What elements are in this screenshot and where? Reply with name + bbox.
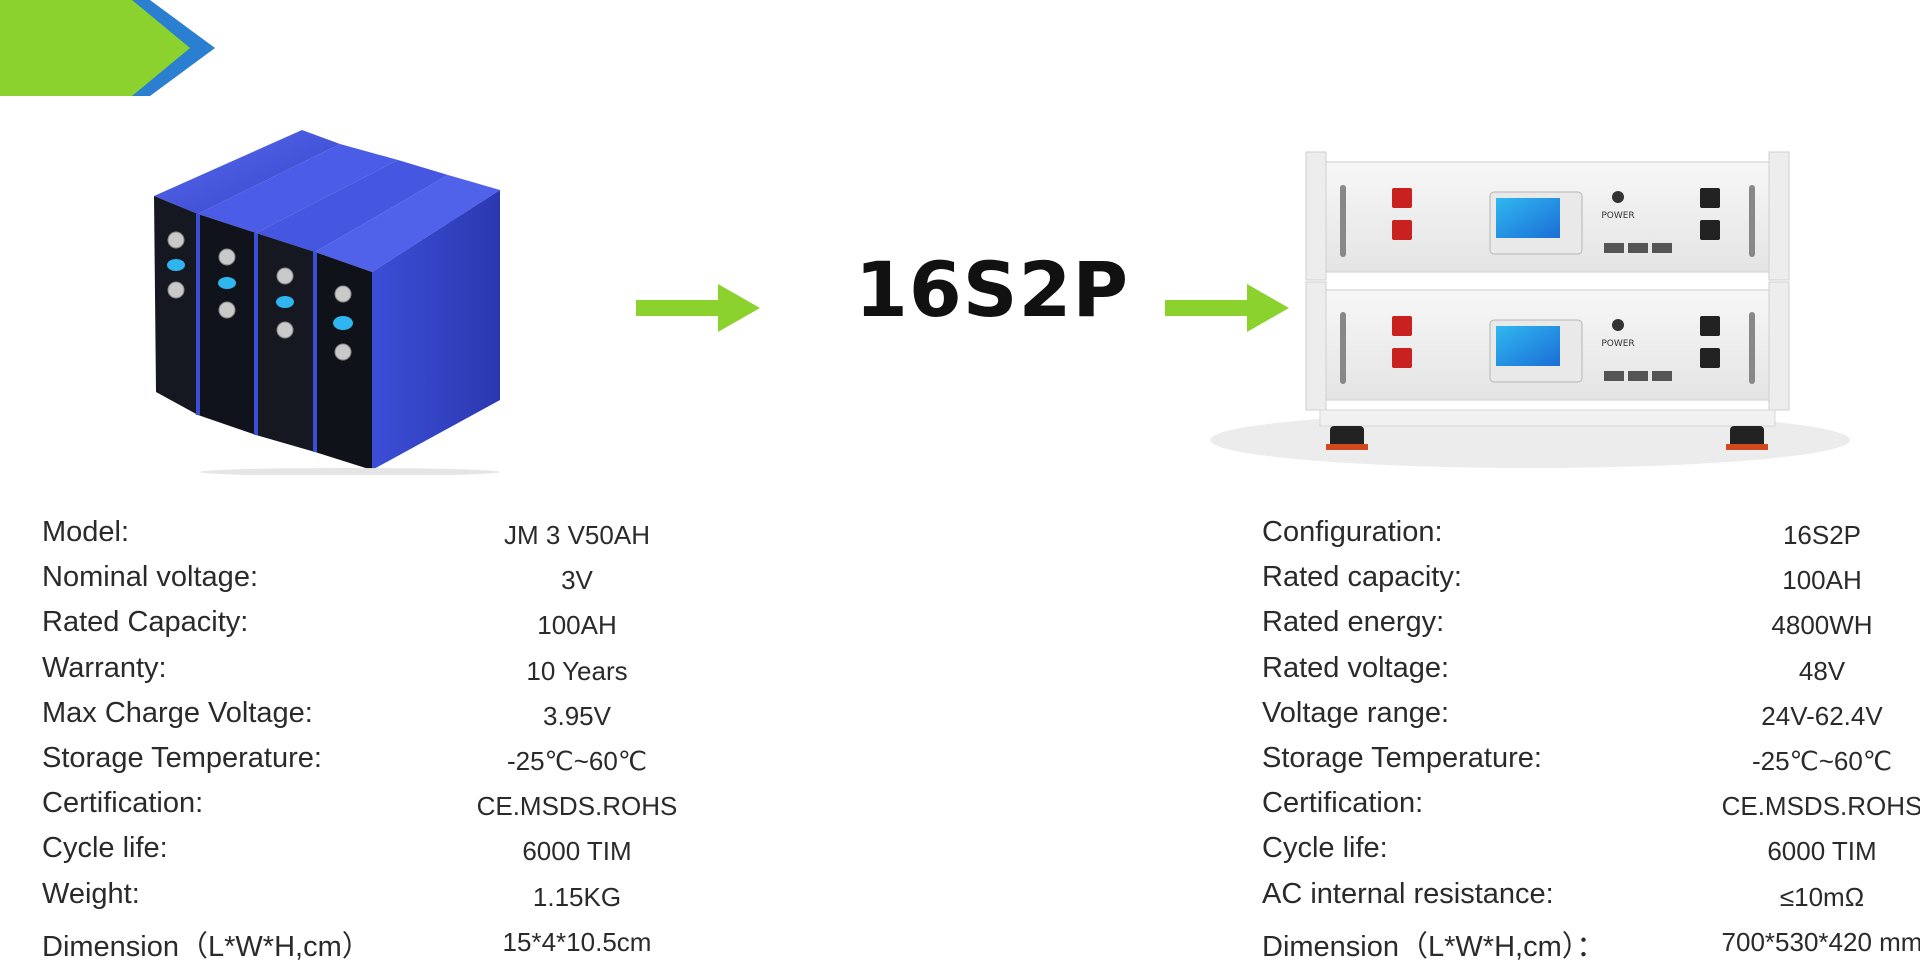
svg-text:POWER: POWER [1601, 211, 1634, 221]
battery-pack-image: POWER POWER [1210, 151, 1850, 468]
spec-label: Rated Capacity: [42, 606, 249, 639]
spec-label: Model: [42, 516, 130, 548]
spec-row: Dimension（L*W*H,cm）： 700*530*420 mm [1262, 923, 1920, 968]
spec-value: 16S2P [1782, 520, 1862, 550]
spec-row: Model: JM 3 V50AH [42, 516, 662, 561]
spec-row: Weight: 1.15KG [42, 878, 662, 923]
spec-value: 3V [561, 565, 593, 596]
spec-value: 1.15KG [532, 881, 622, 912]
svg-text:POWER: POWER [1601, 339, 1634, 349]
spec-value: 48V [1798, 655, 1846, 686]
spec-label: AC internal resistance: [1262, 877, 1554, 910]
spec-label: Configuration: [1262, 516, 1443, 548]
spec-value: 6000 TIM [1767, 836, 1877, 867]
configuration-title: 16S2P [855, 245, 1130, 334]
spec-value: 3.95V [543, 700, 611, 731]
spec-label: Certification: [1262, 787, 1424, 820]
spec-value: JM 3 V50AH [504, 520, 650, 550]
spec-label: Weight: [42, 877, 140, 910]
spec-row: Warranty: 10 Years [42, 652, 662, 697]
arrow-right-icon [1165, 284, 1289, 332]
spec-row: Rated Capacity: 100AH [42, 606, 662, 651]
spec-row: Rated capacity: 100AH [1262, 561, 1902, 606]
spec-row: Rated voltage: 48V [1262, 652, 1902, 697]
spec-value: 4800WH [1771, 610, 1873, 641]
spec-label: Rated energy: [1262, 606, 1445, 639]
spec-label: Dimension（L*W*H,cm）： [1262, 930, 1606, 963]
spec-value: 24V-62.4V [1761, 700, 1883, 731]
pack-spec-table: Configuration: 16S2P Rated capacity: 100AH… [1262, 516, 1920, 968]
spec-value: 100AH [537, 610, 617, 641]
battery-cells-image [154, 130, 500, 475]
spec-label: Cycle life: [1262, 832, 1388, 865]
spec-label: Nominal voltage: [42, 561, 258, 594]
spec-row: Certification: CE.MSDS.ROHS [1262, 787, 1920, 832]
spec-row: Voltage range: 24V-62.4V [1262, 697, 1902, 742]
spec-label: Storage Temperature: [42, 741, 322, 774]
spec-value: 15*4*10.5cm [502, 926, 652, 957]
spec-value: 700*530*420 mm [1721, 926, 1920, 957]
spec-label: Warranty: [42, 651, 167, 684]
spec-row: Certification: CE.MSDS.ROHS [42, 787, 677, 832]
spec-value: -25℃~60℃ [1751, 745, 1893, 776]
spec-row: Configuration: 16S2P [1262, 516, 1902, 561]
corner-chevron-icon [0, 0, 215, 96]
spec-value: CE.MSDS.ROHS [1721, 791, 1920, 822]
spec-label: Voltage range: [1262, 696, 1450, 729]
spec-row: Rated energy: 4800WH [1262, 606, 1902, 651]
arrow-right-icon [636, 284, 760, 332]
spec-row: Nominal voltage: 3V [42, 561, 662, 606]
spec-value: -25℃~60℃ [506, 745, 648, 776]
spec-value: ≤10mΩ [1779, 881, 1865, 912]
spec-label: Certification: [42, 787, 204, 820]
spec-label: Rated voltage: [1262, 651, 1450, 684]
spec-row: AC internal resistance: ≤10mΩ [1262, 878, 1902, 923]
spec-label: Storage Temperature: [1262, 741, 1542, 774]
spec-value: CE.MSDS.ROHS [476, 791, 678, 822]
spec-value: 6000 TIM [522, 836, 632, 867]
spec-row: Storage Temperature: -25℃~60℃ [42, 742, 662, 787]
spec-row: Dimension（L*W*H,cm） 15*4*10.5cm [42, 923, 662, 968]
spec-row: Max Charge Voltage: 3.95V [42, 697, 662, 742]
spec-label: Max Charge Voltage: [42, 696, 313, 729]
spec-value: 100AH [1782, 565, 1862, 596]
spec-label: Dimension（L*W*H,cm） [42, 930, 371, 963]
spec-label: Cycle life: [42, 832, 168, 865]
cell-spec-table: Model: JM 3 V50AH Nominal voltage: 3V Rate… [42, 516, 677, 968]
spec-row: Storage Temperature: -25℃~60℃ [1262, 742, 1902, 787]
spec-row: Cycle life: 6000 TIM [42, 832, 662, 877]
spec-row: Cycle life: 6000 TIM [1262, 832, 1902, 877]
spec-label: Rated capacity: [1262, 561, 1462, 594]
spec-value: 10 Years [526, 655, 628, 686]
